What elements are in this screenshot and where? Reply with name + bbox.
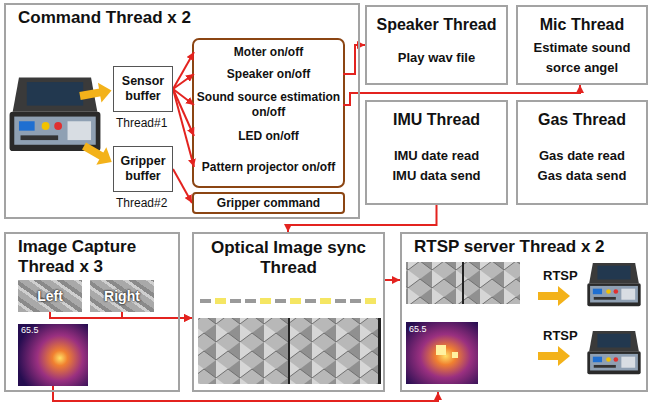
protocol-label: RTSP (543, 268, 578, 283)
robot-case (587, 331, 640, 374)
flow-arrow (343, 45, 365, 74)
thread-label: Thread#1 (116, 116, 167, 130)
node-label: Right (104, 288, 140, 304)
flow-arrow (173, 89, 194, 167)
stereo-image (198, 318, 381, 384)
robot-case (10, 77, 101, 151)
thread-panel: Image Capture Thread x 3 Left Right 65.5 (4, 232, 180, 392)
flow-arrow (122, 312, 192, 318)
node-label: Left (37, 288, 63, 304)
node-title: Mic Thread (540, 15, 624, 35)
flow-arrow (173, 52, 194, 89)
protocol-label: RTSP (543, 328, 578, 343)
node-label: Sensor buffer (114, 74, 172, 104)
yellow-arrow (79, 137, 117, 170)
node-title: Gas Thread (538, 110, 626, 130)
node-label: LED on/off (238, 129, 299, 144)
node-label: Image Capture Thread x 3 (6, 234, 178, 277)
node-label: RTSP server Thread x 2 (402, 234, 646, 257)
thread-label: Thread#2 (116, 196, 167, 210)
flow-arrow (385, 279, 400, 281)
flow-arrow (50, 312, 192, 318)
thread-panel: Command Thread x 2 Sensor bufferGripper b… (4, 3, 360, 219)
node-body: IMU date read IMU data send (383, 130, 491, 203)
node-body: Gas date read Gas data send (528, 130, 636, 203)
command-item: Speaker on/off (194, 64, 343, 84)
yellow-arrow (78, 81, 113, 106)
buffer-box: Gripper buffer (113, 146, 173, 192)
node-title: IMU Thread (393, 110, 480, 130)
flow-arrow (173, 169, 192, 203)
node-body: Estimate sound sorce angel (518, 35, 646, 83)
buffer-box: Sensor buffer (113, 66, 173, 112)
node-label: Speaker on/off (227, 67, 310, 82)
timestamp-row (200, 298, 376, 304)
node-label: Moter on/off (234, 45, 303, 60)
flow-arrow (343, 85, 580, 105)
thermal-image: 65.5 (18, 324, 88, 386)
node-label: 65.5 (18, 324, 88, 337)
command-item: LED on/off (194, 126, 343, 146)
node-label: Gripper command (217, 196, 320, 211)
command-item: Pattern projector on/off (194, 148, 343, 186)
thread-panel: Optical Image sync Thread (192, 232, 385, 392)
command-group (193, 39, 344, 187)
camera-image: Right (90, 280, 154, 312)
node-label: Pattern projector on/off (202, 160, 335, 175)
thread-box: IMU ThreadIMU date read IMU data send (365, 100, 508, 205)
camera-image: Left (18, 280, 82, 312)
thread-box: Mic ThreadEstimate sound sorce angel (516, 5, 648, 85)
thread-box: Gas ThreadGas date read Gas data send (516, 100, 648, 205)
thread-panel: RTSP server Thread x 2 (400, 232, 648, 392)
flow-arrow (173, 74, 194, 89)
stereo-image (406, 262, 520, 304)
node-label: Gripper buffer (114, 154, 172, 184)
robot-case (587, 263, 640, 306)
yellow-arrow (538, 346, 570, 366)
node-body: Play wav file (394, 35, 479, 83)
node-label: Sound source estimation on/off (196, 90, 341, 120)
thermal-image (406, 322, 478, 384)
flow-arrow (53, 386, 438, 401)
command-item: Moter on/off (194, 42, 343, 62)
thread-box: Speaker ThreadPlay wav file (365, 5, 508, 85)
command-item: Sound source estimation on/off (194, 86, 343, 124)
yellow-arrow (538, 286, 570, 306)
node-label: Optical Image sync Thread (194, 234, 383, 278)
temperature-reading: 65.5 (409, 324, 427, 335)
node-title: Speaker Thread (376, 15, 496, 35)
node-label: Command Thread x 2 (6, 5, 358, 28)
command-box: Gripper command (192, 192, 345, 214)
